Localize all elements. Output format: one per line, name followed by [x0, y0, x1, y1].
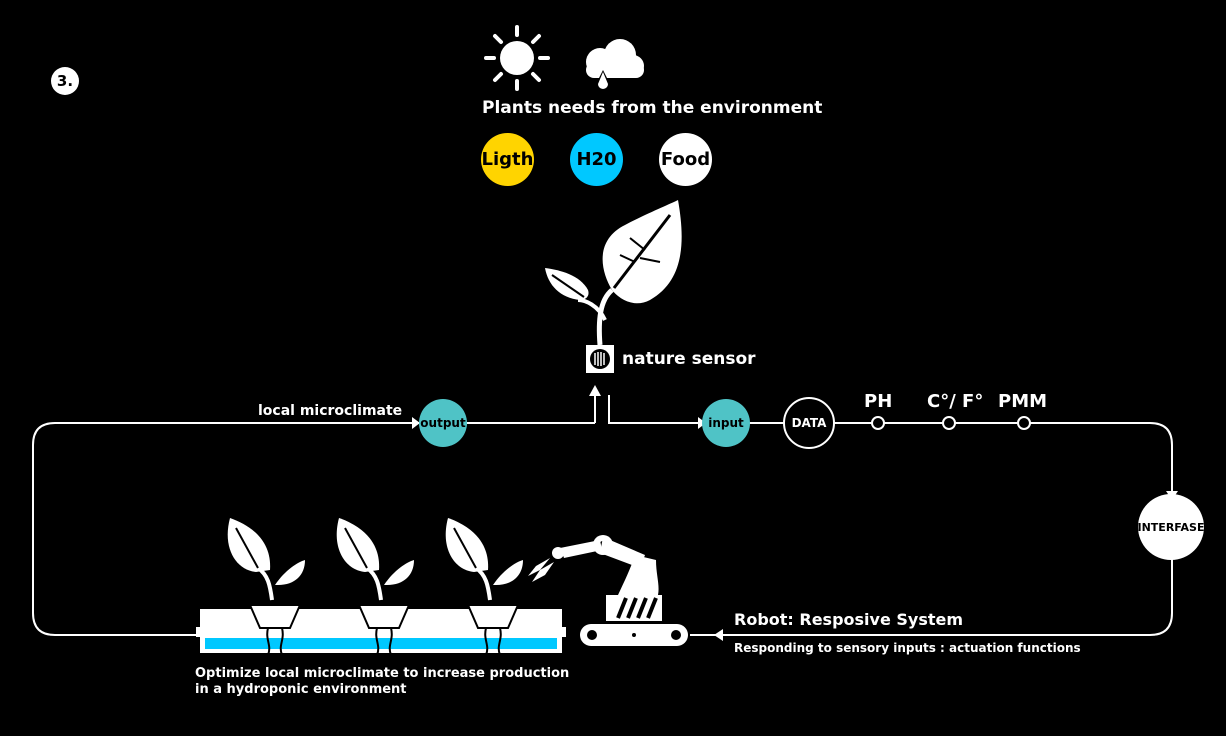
seedling-icon	[227, 518, 523, 656]
need-light-label: Ligth	[481, 149, 534, 170]
output-node: output	[419, 399, 467, 447]
data-node: DATA	[783, 397, 835, 449]
right-arrow-icon	[412, 417, 420, 429]
caption-line-2: in a hydroponic environment	[195, 682, 407, 697]
sun-icon	[484, 25, 550, 91]
rain-cloud-icon	[586, 39, 644, 91]
output-label: output	[420, 416, 466, 430]
input-node: input	[702, 399, 750, 447]
need-light-circle: Ligth	[481, 133, 534, 186]
need-water-circle: H20	[570, 133, 623, 186]
need-water-label: H20	[576, 149, 617, 170]
measure-pmm: PMM	[998, 391, 1048, 412]
left-arrow-icon	[714, 629, 723, 641]
up-arrow-icon	[589, 385, 601, 396]
robot-subtitle: Responding to sensory inputs : actuation…	[734, 641, 1081, 655]
sensor-icon	[586, 345, 614, 373]
robot-title: Robot: Resposive System	[734, 610, 963, 629]
sensor-label: nature sensor	[622, 349, 756, 369]
interface-label: INTERFASE	[1137, 520, 1205, 534]
robot-arm-icon	[528, 535, 688, 646]
input-label: input	[708, 416, 744, 430]
environment-needs-heading: Plants needs from the environment	[482, 98, 823, 118]
measure-temperature: C°/ F°	[927, 391, 984, 412]
data-label: DATA	[791, 416, 827, 430]
interface-node: INTERFASE	[1137, 494, 1205, 560]
measure-ph: PH	[864, 391, 893, 412]
step-number-badge: 3.	[51, 67, 79, 95]
robot-title-text: Robot: Resposive System	[734, 610, 964, 629]
plant-icon	[545, 200, 682, 346]
caption-line-1: Optimize local microclimate to increase …	[195, 666, 570, 681]
need-food-circle: Food	[659, 133, 712, 186]
loop-label: local microclimate	[258, 403, 403, 419]
need-food-label: Food	[660, 149, 711, 170]
measurement-dots	[871, 416, 1031, 430]
feedback-loop	[32, 395, 1173, 636]
